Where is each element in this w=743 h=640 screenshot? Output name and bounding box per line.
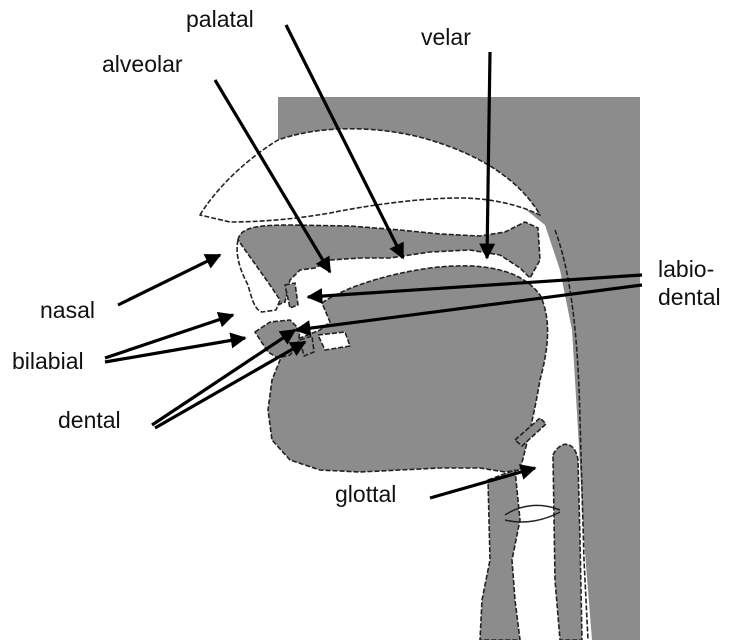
label-glottal: glottal	[335, 481, 396, 507]
velar-arrow	[487, 52, 490, 258]
nasal-arrow	[118, 255, 220, 305]
label-alveolar: alveolar	[102, 51, 183, 77]
larynx	[480, 470, 520, 640]
trachea-back	[553, 444, 582, 640]
label-labiodental-line1: labio-	[658, 256, 714, 282]
label-bilabial: bilabial	[12, 348, 84, 374]
label-nasal: nasal	[40, 297, 95, 323]
glottal-arrow	[430, 468, 535, 498]
label-labiodental-line2: dental	[658, 284, 721, 310]
label-dental: dental	[58, 407, 121, 433]
upper-tooth	[285, 283, 298, 308]
label-velar: velar	[421, 24, 471, 50]
label-palatal: palatal	[186, 6, 254, 32]
